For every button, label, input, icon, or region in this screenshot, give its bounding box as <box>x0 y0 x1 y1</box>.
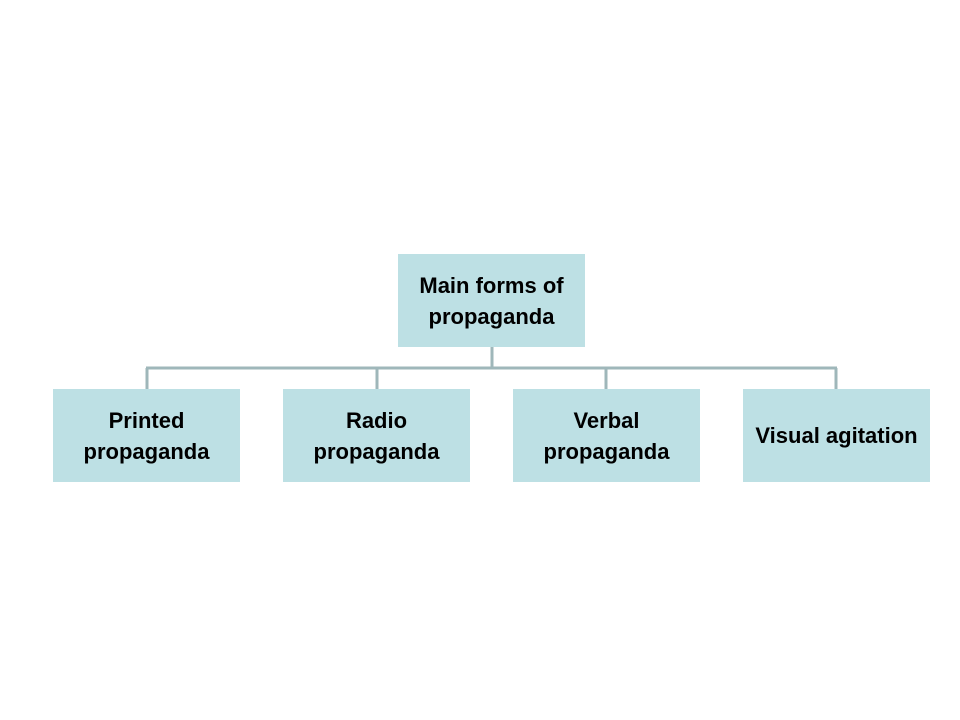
child-node-label: Verbal propaganda <box>543 407 670 464</box>
root-node-main-forms: Main forms of propaganda <box>398 254 585 347</box>
root-node-label: Main forms of propaganda <box>419 272 564 329</box>
child-node-label: Printed propaganda <box>83 407 210 464</box>
child-node-label: Visual agitation <box>755 423 918 448</box>
child-node-radio-propaganda: Radio propaganda <box>283 389 470 482</box>
child-node-visual-agitation: Visual agitation <box>743 389 930 482</box>
child-node-label: Radio propaganda <box>313 407 440 464</box>
child-node-verbal-propaganda: Verbal propaganda <box>513 389 700 482</box>
child-node-printed-propaganda: Printed propaganda <box>53 389 240 482</box>
